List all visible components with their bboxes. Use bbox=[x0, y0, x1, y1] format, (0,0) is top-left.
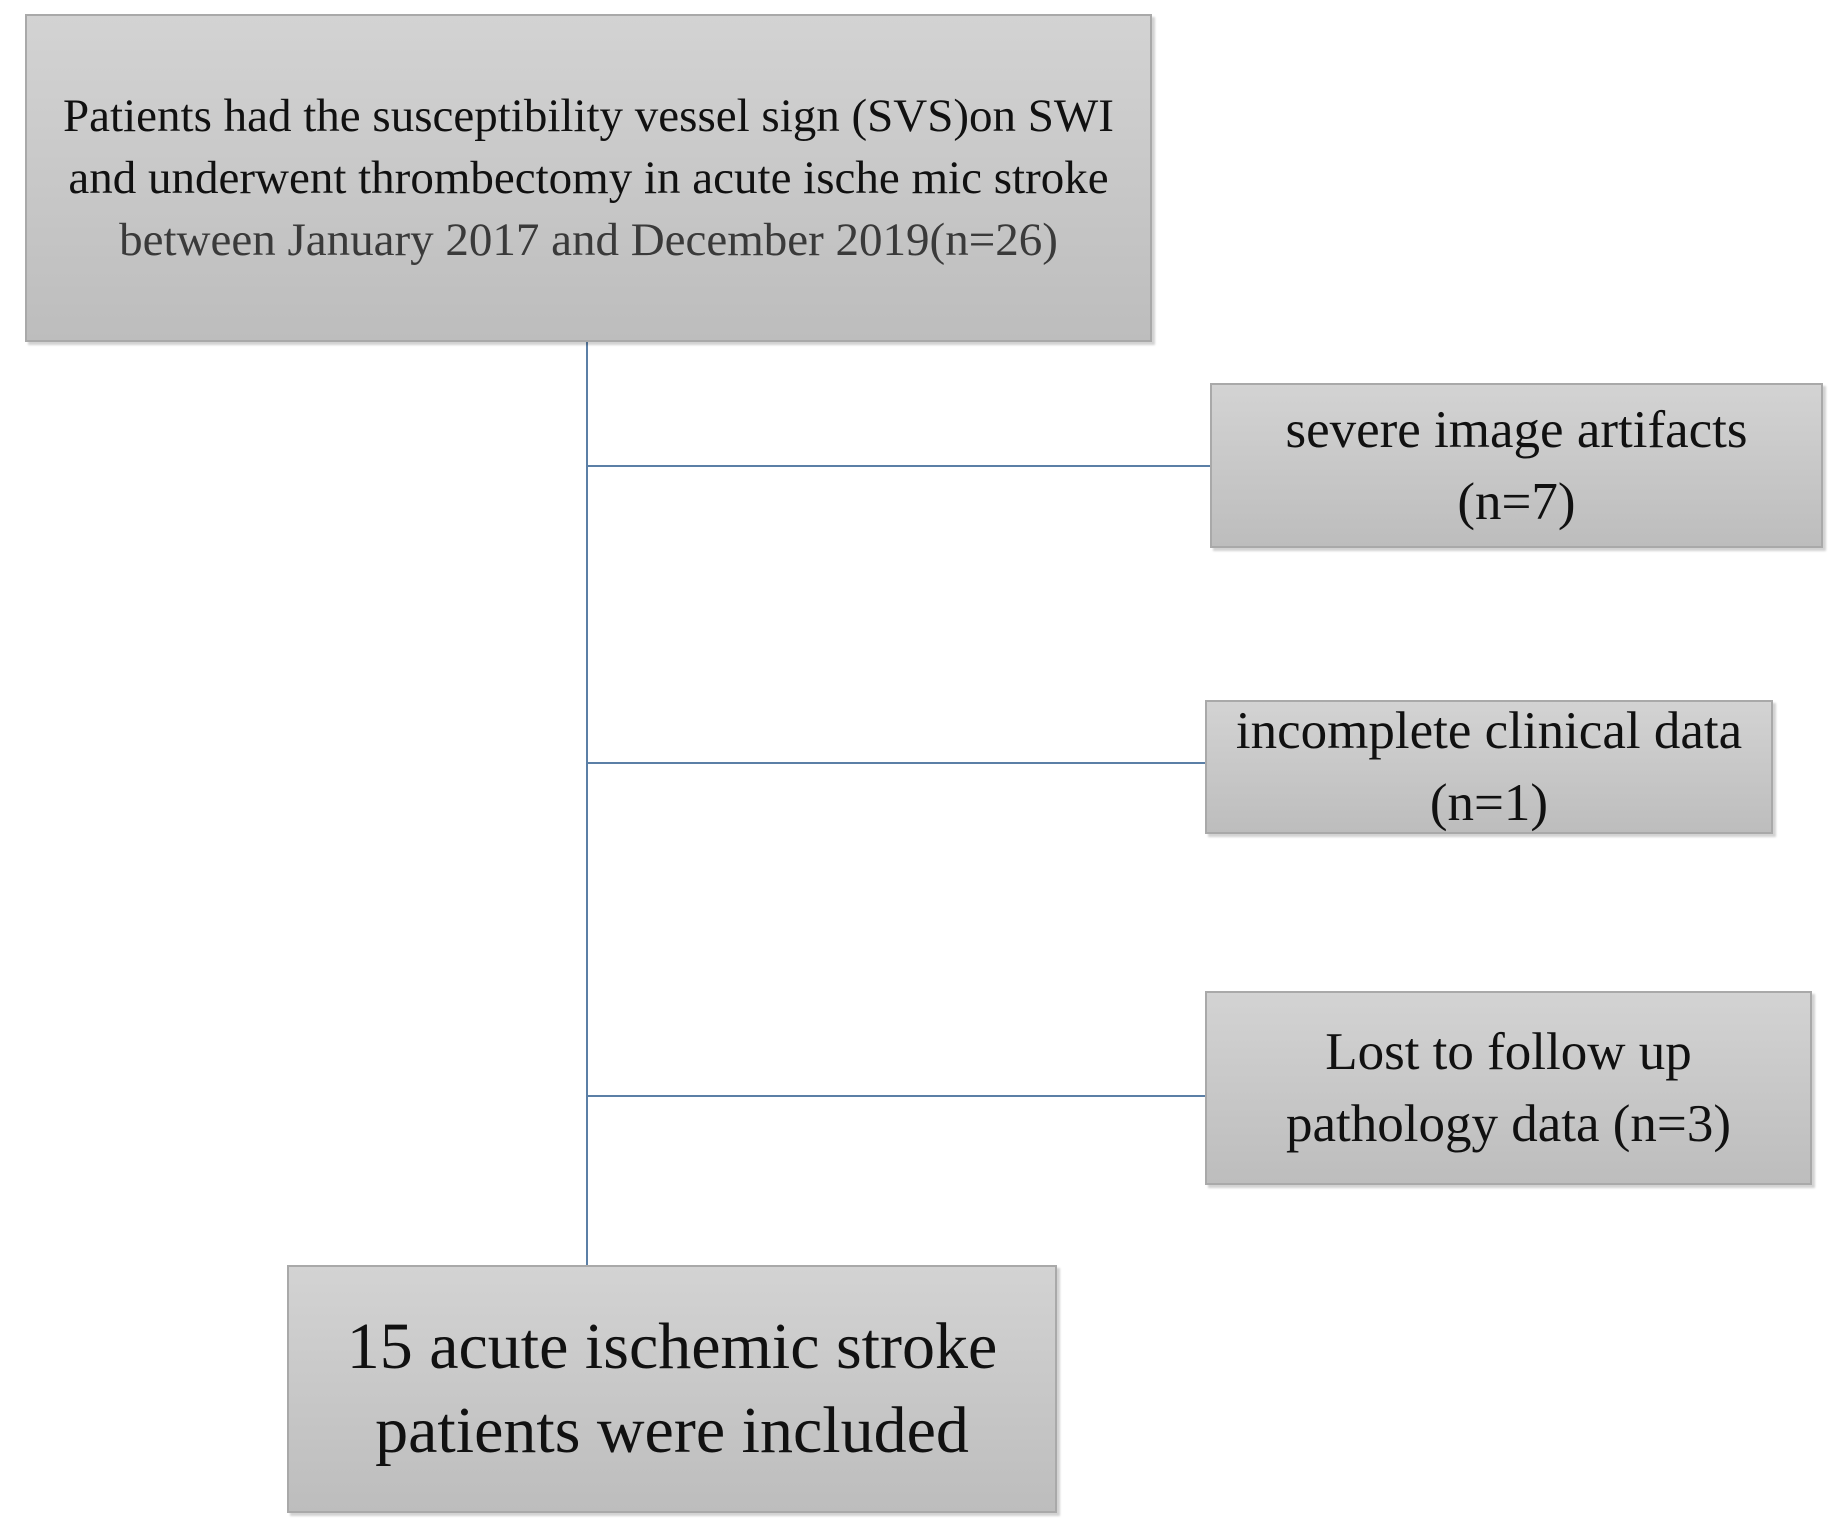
result-text: 15 acute ischemic stroke patients were i… bbox=[346, 1310, 998, 1467]
start-text-main: Patients had the susceptibility vessel s… bbox=[63, 90, 1114, 204]
exclusion-text-1: severe image artifacts (n=7) bbox=[1285, 400, 1748, 531]
exclusion-box-image-artifacts: severe image artifacts (n=7) bbox=[1210, 383, 1823, 548]
exclusion-connector-2 bbox=[587, 762, 1205, 764]
exclusion-connector-1 bbox=[587, 465, 1210, 467]
exclusion-box-incomplete-data: incomplete clinical data (n=1) bbox=[1205, 700, 1773, 834]
exclusion-text-3: Lost to follow up pathology data (n=3) bbox=[1286, 1023, 1731, 1153]
exclusion-connector-3 bbox=[587, 1095, 1205, 1097]
start-text-period: between January 2017 and December 2019(n… bbox=[119, 214, 1058, 266]
start-box: Patients had the susceptibility vessel s… bbox=[25, 14, 1152, 342]
exclusion-text-2: incomplete clinical data (n=1) bbox=[1235, 702, 1743, 832]
exclusion-box-lost-follow-up: Lost to follow up pathology data (n=3) bbox=[1205, 991, 1812, 1185]
result-box: 15 acute ischemic stroke patients were i… bbox=[287, 1265, 1057, 1513]
start-box-text: Patients had the susceptibility vessel s… bbox=[61, 85, 1116, 271]
main-flow-connector bbox=[586, 342, 588, 1265]
